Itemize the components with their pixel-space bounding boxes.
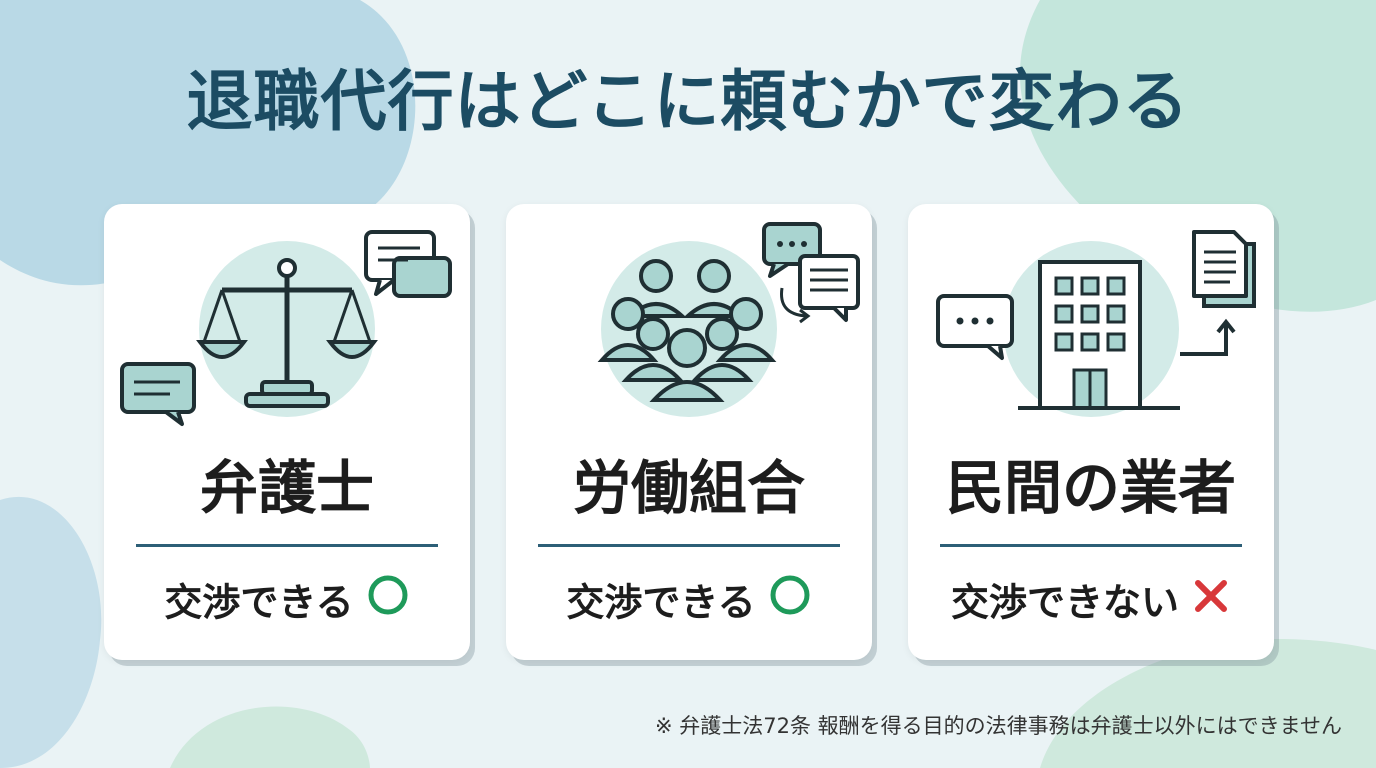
page-title: 退職代行はどこに頼むかで変わる <box>186 63 1190 140</box>
document-bubble-icon <box>798 254 860 322</box>
card-labor-union: 労働組合 交渉できる <box>506 204 872 660</box>
building-icon <box>936 230 1256 417</box>
divider <box>940 544 1242 547</box>
card-title: 労働組合 <box>572 454 805 522</box>
divider <box>538 544 840 547</box>
speech-bubble-icon <box>364 230 452 298</box>
circle-icon <box>768 573 812 632</box>
cross-icon <box>1191 575 1231 631</box>
status-line: 交渉できる <box>506 572 872 632</box>
circle-icon <box>366 573 410 632</box>
people-group-icon <box>597 222 860 417</box>
card-lawyer: 弁護士 交渉できる <box>104 204 470 660</box>
chat-dots-icon <box>936 294 1014 360</box>
status-line: 交渉できない <box>908 572 1274 631</box>
status-text: 交渉できない <box>950 580 1179 625</box>
document-icon <box>1192 230 1256 308</box>
scales-icon <box>120 230 452 426</box>
card-private-company: 民間の業者 交渉できない <box>908 204 1274 660</box>
footnote: ※ 弁護士法72条 報酬を得る目的の法律事務は弁護士以外にはできません <box>654 714 1342 738</box>
status-line: 交渉できる <box>104 572 470 632</box>
divider <box>136 544 438 547</box>
status-text: 交渉できる <box>566 580 756 625</box>
card-title: 弁護士 <box>199 454 374 522</box>
card-title: 民間の業者 <box>945 454 1236 522</box>
status-text: 交渉できる <box>164 580 354 625</box>
speech-bubble-icon <box>120 362 196 426</box>
